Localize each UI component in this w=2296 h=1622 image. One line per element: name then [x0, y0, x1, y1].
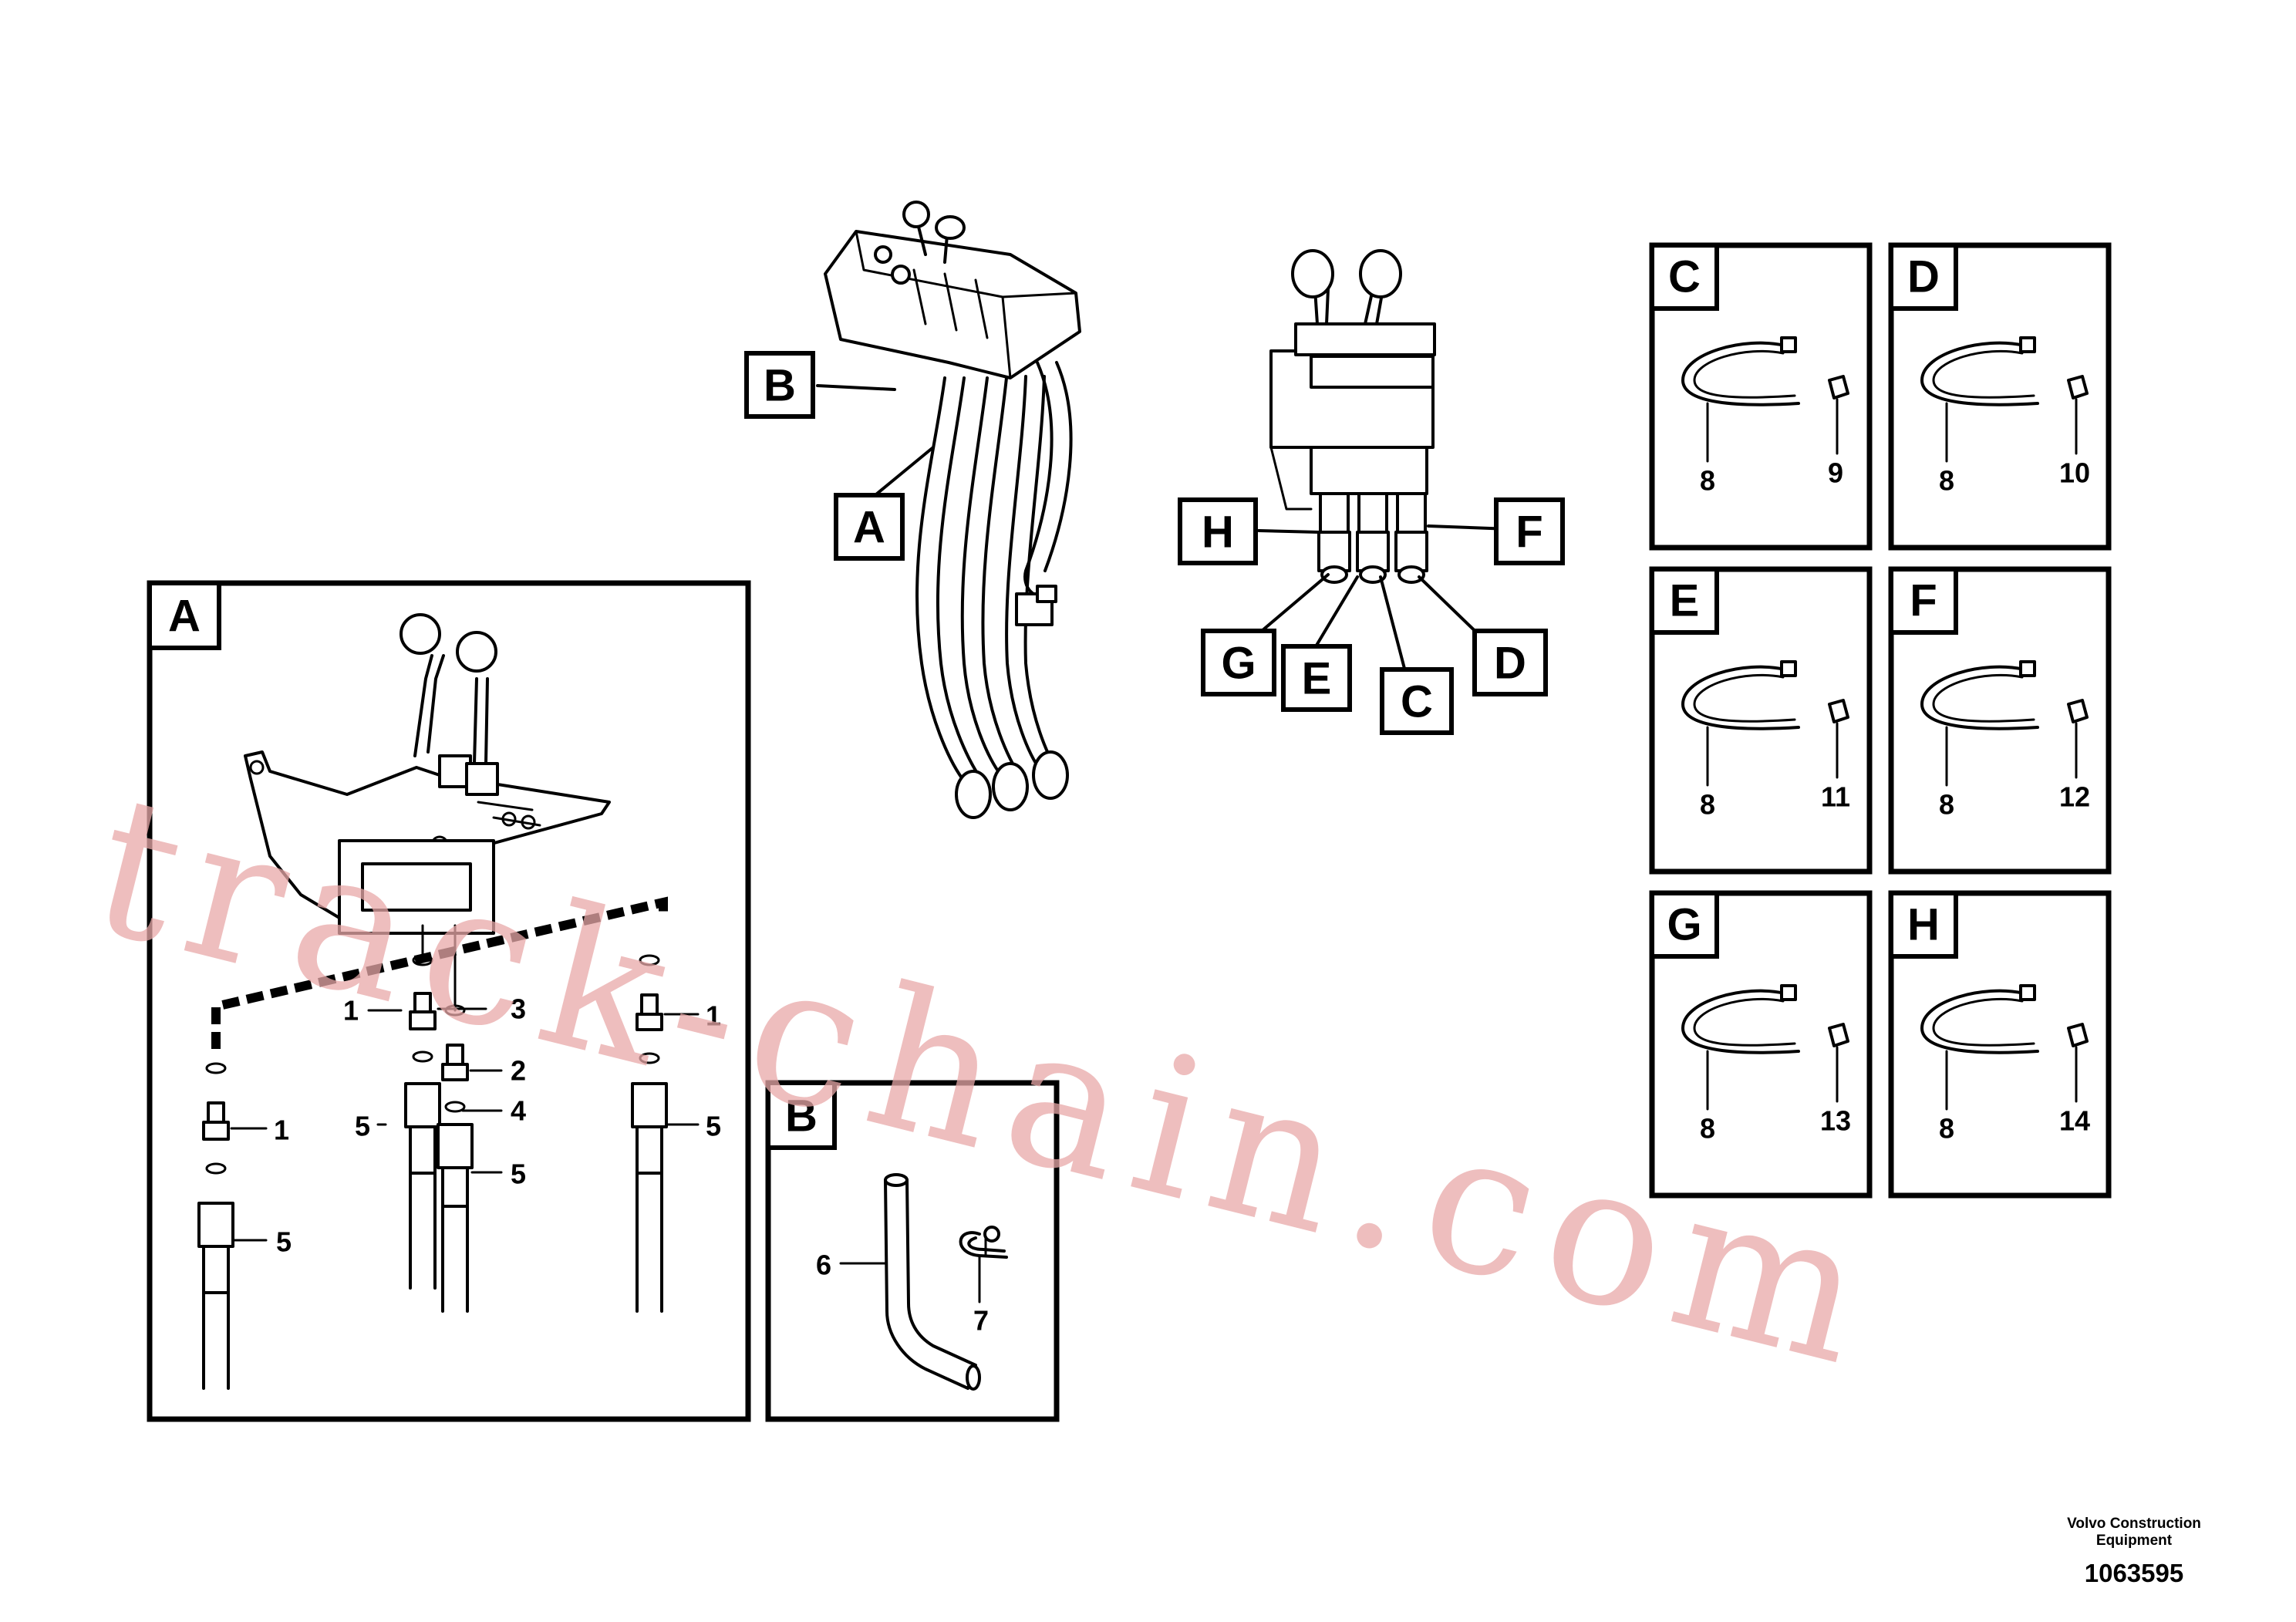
part-number: 1 [274, 1114, 289, 1146]
part-number: 1 [343, 995, 359, 1027]
svg-text:E: E [1302, 654, 1332, 704]
hose-icon [1920, 665, 2039, 730]
clip-icon [2067, 375, 2089, 400]
part-number: 5 [276, 1226, 292, 1258]
kit-panel-h: H 8 14 [1888, 890, 2112, 1199]
svg-text:B: B [764, 361, 796, 411]
kit-title: C [1668, 252, 1701, 302]
part-number: 4 [511, 1095, 526, 1127]
kit-panels: C 8 9 D 8 10E 8 11 F 8 12G 8 13 H 8 14 [1649, 242, 2112, 1199]
part-number: 6 [816, 1249, 831, 1281]
kit-title: F [1910, 576, 1937, 626]
kit-title: G [1667, 900, 1701, 950]
svg-text:C: C [1401, 677, 1433, 727]
part-number: 10 [2059, 457, 2090, 489]
manufacturer-name-line2: Equipment [2095, 1533, 2173, 1549]
svg-text:D: D [1494, 639, 1526, 689]
svg-text:H: H [1202, 508, 1234, 558]
kit-panel-d: D 8 10 [1888, 242, 2112, 551]
callout-f: F [1494, 497, 1565, 565]
kit-title: H [1907, 900, 1940, 950]
footer: Volvo Construction Equipment 1063595 [2018, 1516, 2250, 1588]
part-number: 7 [973, 1305, 989, 1337]
part-number: 8 [1939, 1113, 1954, 1145]
detail-a-panel: A [147, 580, 751, 1422]
part-number: 5 [706, 1111, 721, 1142]
part-number: 9 [1828, 457, 1843, 489]
part-number: 1 [706, 1000, 721, 1032]
detail-b-panel: B 6 7 [765, 1080, 1060, 1422]
valve-block-overview [1269, 249, 1436, 584]
part-number: 8 [1939, 789, 1954, 821]
part-number: 8 [1939, 465, 1954, 497]
part-number: 3 [511, 993, 526, 1025]
callout-b: B [744, 351, 815, 419]
clip-icon [1828, 375, 1849, 400]
kit-panel-g: G 8 13 [1649, 890, 1873, 1199]
hose-icon [1681, 989, 1800, 1054]
manufacturer-name-line1: Volvo Construction [2067, 1516, 2201, 1532]
clip-icon [1828, 1023, 1849, 1047]
part-number: 8 [1700, 789, 1715, 821]
part-number: 5 [511, 1158, 526, 1190]
callout-h: H [1178, 497, 1258, 565]
part-number: 14 [2059, 1105, 2090, 1137]
detail-b-title: B [785, 1091, 818, 1141]
svg-text:F: F [1515, 508, 1542, 558]
hose-icon [1681, 665, 1800, 730]
drawing-number: 1063595 [2084, 1559, 2184, 1587]
hose-icon [1681, 341, 1800, 406]
part-number: 11 [1821, 781, 1850, 813]
kit-panel-e: E 8 11 [1649, 566, 1873, 875]
hose-icon [1920, 341, 2039, 406]
part-number: 8 [1700, 465, 1715, 497]
callout-g: G [1201, 629, 1276, 696]
svg-text:G: G [1221, 639, 1256, 689]
part-number: 13 [1820, 1105, 1851, 1137]
part-number: 5 [355, 1111, 370, 1142]
kit-title: D [1907, 252, 1940, 302]
kit-panel-f: F 8 12 [1888, 566, 2112, 875]
callout-e: E [1281, 644, 1352, 712]
svg-text:A: A [853, 503, 885, 553]
clip-icon [1828, 699, 1849, 723]
callout-d: D [1472, 629, 1548, 696]
control-unit-overview [824, 201, 1081, 819]
hose-icon [1920, 989, 2039, 1054]
clip-icon [2067, 1023, 2089, 1047]
callout-c: C [1380, 667, 1454, 735]
detail-a-title: A [168, 592, 201, 642]
part-number: 12 [2059, 781, 2090, 813]
callout-a: A [834, 493, 905, 561]
clip-icon [2067, 699, 2089, 723]
kit-panel-c: C 8 9 [1649, 242, 1873, 551]
part-number: 8 [1700, 1113, 1715, 1145]
part-number: 2 [511, 1055, 526, 1087]
kit-title: E [1670, 576, 1700, 626]
